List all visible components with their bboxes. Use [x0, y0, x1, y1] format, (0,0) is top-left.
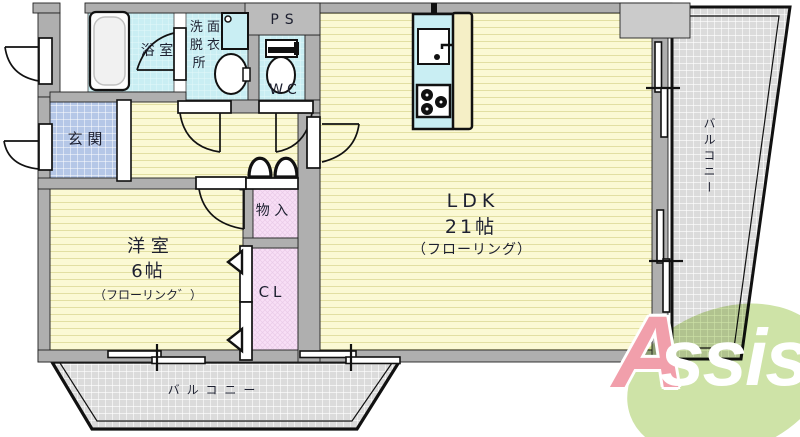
pipe-space-label: PS — [270, 12, 300, 28]
wall-top — [84, 2, 673, 14]
ldk-floor — [319, 12, 654, 352]
washroom-label-1: 洗 面 — [189, 20, 221, 35]
balcony-right-label: バルコニー — [702, 117, 716, 197]
balcony-bottom-label: バルコニー — [167, 383, 263, 397]
western-room-floor — [49, 187, 244, 352]
logo-letter-a: A — [612, 295, 686, 409]
bathroom-door — [136, 27, 187, 81]
wall-top-right-block — [619, 2, 691, 39]
western-room-size: 6帖 — [131, 261, 165, 282]
storage-label: 物 入 — [255, 203, 289, 219]
ldk-right-window-lower — [649, 209, 683, 313]
ldk-size: 21帖 — [444, 216, 498, 238]
washroom-label-2: 脱 衣 — [189, 38, 221, 53]
wash-basin — [214, 53, 251, 95]
western-room-floor-note: （フローリンク゛） — [93, 288, 203, 302]
bathroom-label: 浴 室 — [140, 43, 174, 59]
entrance-door — [3, 123, 53, 171]
pipe-space-block — [244, 2, 321, 36]
washroom-door — [177, 100, 232, 153]
faucet-icon — [440, 43, 452, 49]
ldk-name: LDK — [446, 190, 500, 212]
kitchen-unit — [411, 3, 474, 131]
entrance-label: 玄 関 — [67, 130, 103, 148]
stove — [415, 83, 452, 119]
windows — [107, 41, 683, 371]
washing-machine-pan — [221, 12, 249, 50]
toilet — [265, 39, 299, 94]
logo-text: ssist — [660, 313, 800, 402]
entrance-step — [116, 99, 132, 182]
ldk-door — [306, 116, 360, 169]
fixtures — [88, 3, 474, 131]
western-room-door — [195, 176, 247, 230]
exterior-door-upper — [4, 37, 53, 85]
closet-bifold-doors — [226, 245, 253, 361]
wc-label: WC — [269, 82, 301, 98]
bathtub — [88, 10, 131, 92]
kitchen-sink — [417, 28, 450, 65]
ldk-right-window-upper — [646, 41, 680, 138]
ldk-bottom-window — [299, 344, 401, 371]
western-room-window — [107, 344, 206, 371]
washroom-label-3: 所 — [192, 56, 206, 71]
vent-icon — [431, 3, 437, 14]
closet-label: CL — [258, 283, 286, 301]
kitchen-counter — [450, 11, 474, 131]
storage-bifold-door — [245, 156, 299, 190]
ldk-floor-note: （フローリング） — [412, 242, 532, 258]
western-room-name: 洋 室 — [127, 236, 169, 257]
logo-leaf-ellipse — [627, 303, 800, 437]
doors — [3, 27, 360, 361]
